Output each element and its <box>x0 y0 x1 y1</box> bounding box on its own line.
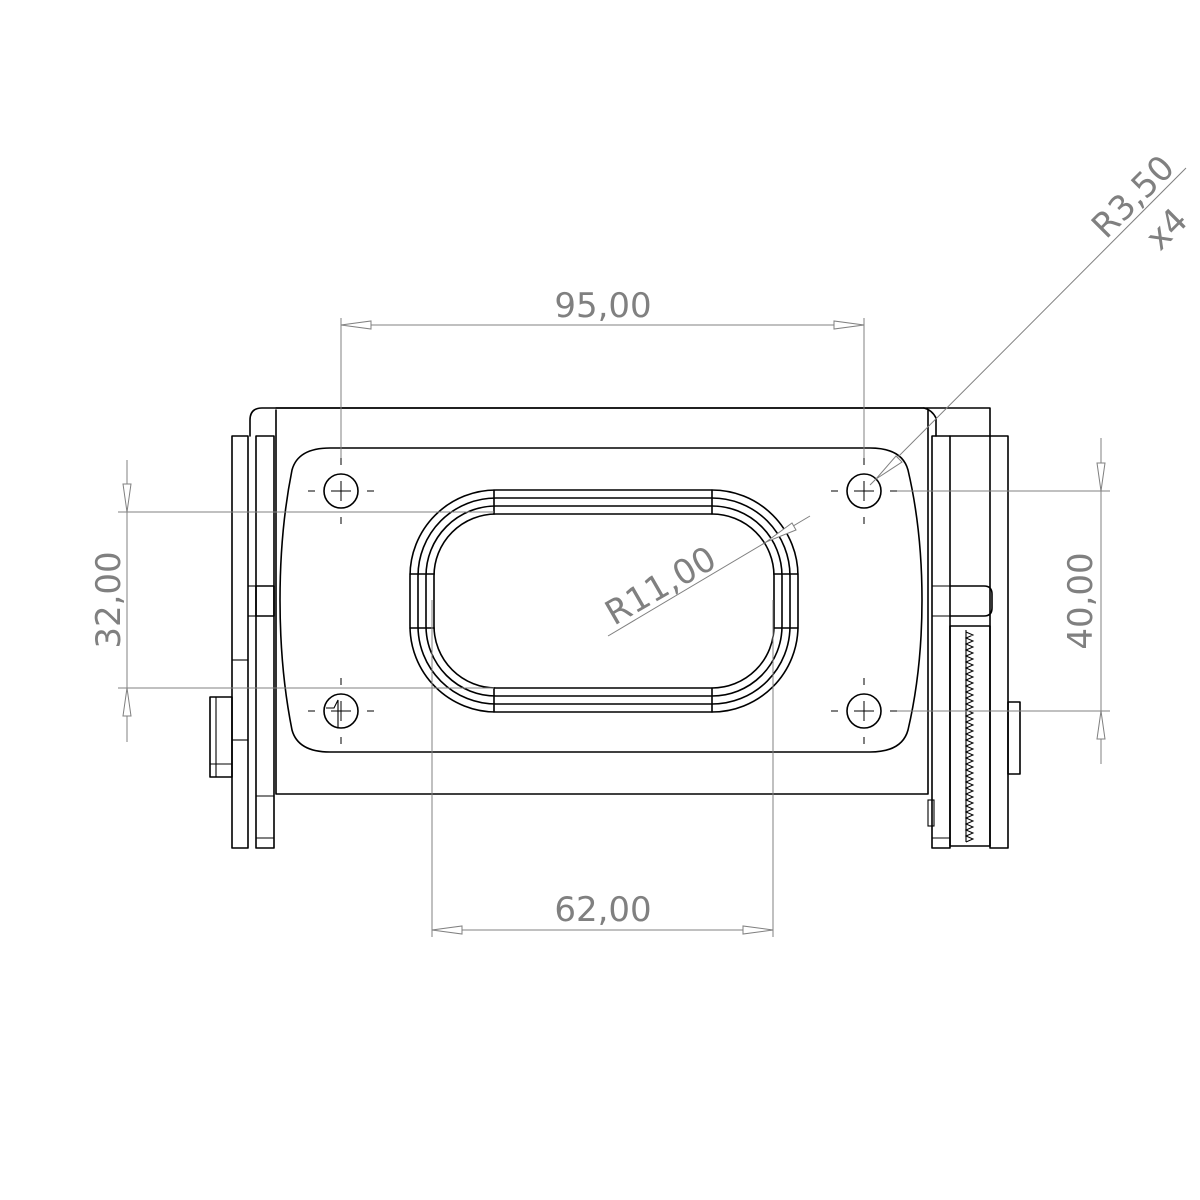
mounting-hole-top-right <box>831 458 897 524</box>
dimension-label-r11: R11,00 <box>599 539 724 634</box>
dimension-label-40: 40,00 <box>1061 552 1101 649</box>
dimension-label-62: 62,00 <box>554 890 651 930</box>
dimension-hole-radius: R3,50 x4 <box>869 148 1196 486</box>
mounting-hole-bottom-right <box>831 678 897 744</box>
right-bracket <box>927 435 1021 849</box>
mounting-hole-bottom-left <box>308 678 374 744</box>
dimension-label-95: 95,00 <box>554 286 651 326</box>
flange-plate <box>279 447 923 753</box>
dimension-slot-height: 32,00 <box>89 460 494 742</box>
left-connector <box>209 696 233 778</box>
part-outline <box>209 407 1021 849</box>
dimension-hole-spacing-horizontal: 95,00 <box>340 286 865 458</box>
center-slot <box>409 489 799 713</box>
right-connector <box>1007 701 1021 775</box>
dimension-label-32: 32,00 <box>89 551 129 648</box>
left-bracket <box>209 435 275 849</box>
dimension-slot-radius: R11,00 <box>599 515 811 637</box>
dimension-slot-width: 62,00 <box>431 600 774 937</box>
gear-rack <box>964 631 975 843</box>
mounting-hole-top-left <box>308 458 374 524</box>
dimension-hole-spacing-vertical: 40,00 <box>897 438 1110 764</box>
